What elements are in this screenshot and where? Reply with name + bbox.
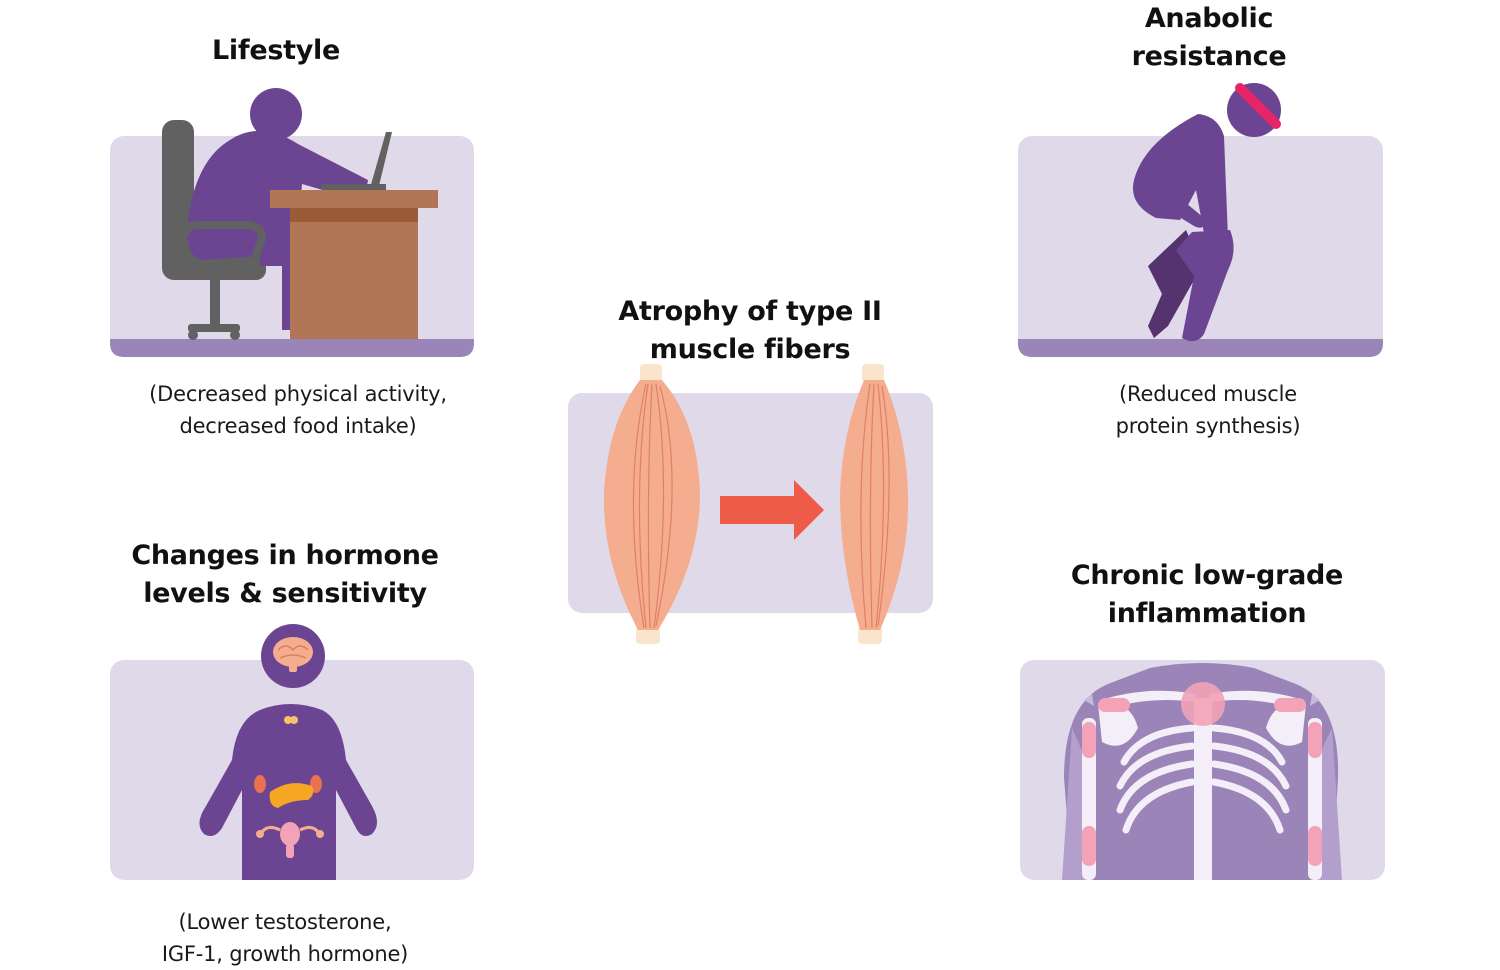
anabolic-caption-line1: (Reduced muscle	[1119, 382, 1297, 406]
lifestyle-title-line1: Lifestyle	[212, 35, 340, 66]
inflammation-panel	[1020, 658, 1385, 880]
anabolic-title-line1: Anabolic	[1144, 3, 1274, 34]
lifestyle-title: Lifestyle	[126, 32, 426, 70]
anabolic-panel	[1018, 80, 1383, 360]
hormone-title-line1: Changes in hormone	[131, 540, 439, 571]
endocrine-body-icon	[110, 624, 474, 880]
atrophy-title-line2: muscle fibers	[649, 334, 851, 365]
lifestyle-caption: (Decreased physical activity, decreased …	[98, 378, 498, 442]
muscle-atrophy-icon	[568, 364, 933, 644]
anabolic-caption: (Reduced muscle protein synthesis)	[1008, 378, 1408, 442]
person-at-desk-icon	[110, 88, 474, 357]
inflammation-title: Chronic low-grade inflammation	[1032, 557, 1382, 633]
anabolic-caption-line2: protein synthesis)	[1115, 414, 1301, 438]
anabolic-title-line2: resistance	[1131, 41, 1287, 72]
anabolic-title: Anabolic resistance	[1059, 0, 1359, 76]
hormone-panel	[110, 624, 474, 880]
hormone-caption-line1: (Lower testosterone,	[178, 910, 392, 934]
inflammation-title-line1: Chronic low-grade	[1070, 560, 1344, 591]
inflammation-title-line2: inflammation	[1107, 598, 1307, 629]
inflamed-skeleton-icon	[1020, 660, 1385, 880]
atrophy-title-line1: Atrophy of type II	[618, 296, 882, 327]
atrophy-panel	[568, 362, 933, 648]
lifestyle-caption-line1: (Decreased physical activity,	[149, 382, 447, 406]
hormone-title-line2: levels & sensitivity	[143, 578, 427, 609]
stooped-person-icon	[1018, 83, 1383, 357]
hormone-title: Changes in hormone levels & sensitivity	[110, 537, 460, 613]
hormone-caption-line2: IGF-1, growth hormone)	[161, 942, 409, 966]
lifestyle-caption-line2: decreased food intake)	[179, 414, 417, 438]
hormone-caption: (Lower testosterone, IGF-1, growth hormo…	[85, 906, 485, 970]
lifestyle-panel	[110, 80, 474, 360]
atrophy-title: Atrophy of type II muscle fibers	[575, 293, 925, 369]
